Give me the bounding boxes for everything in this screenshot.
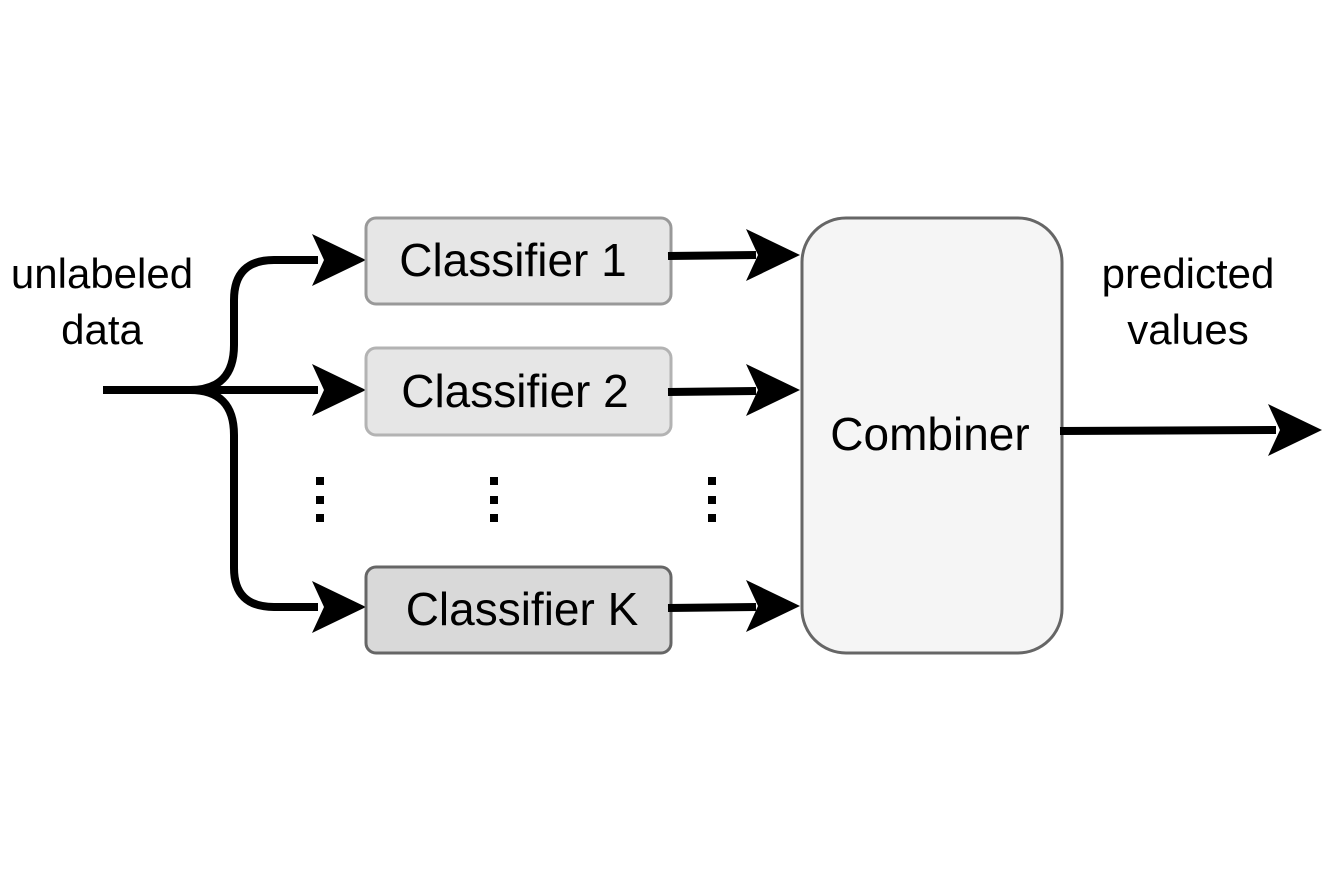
arrow-line-classifier-1-to-combiner [667, 251, 757, 260]
combiner-label: Combiner [830, 408, 1029, 460]
combiner-box [800, 216, 1064, 655]
classifier-1-box [364, 216, 673, 306]
output-label-line1: predicted [1102, 250, 1275, 297]
branch-to-classifier-1 [189, 256, 318, 394]
branch-to-classifier-k [189, 386, 318, 611]
arrowhead-into-combiner-k [746, 580, 800, 632]
output-arrow-line [1059, 426, 1277, 435]
output-arrow [1059, 404, 1322, 456]
arrowhead-into-combiner-2 [746, 364, 800, 416]
arrowhead-into-classifier-1 [312, 234, 366, 286]
input-label-line1: unlabeled [11, 250, 193, 297]
classifier-k: Classifier K [364, 565, 673, 655]
input-label-line2: data [61, 306, 143, 353]
arrowhead-into-combiner-1 [746, 229, 800, 281]
classifier-2: Classifier 2 [364, 346, 673, 437]
input-splitter [103, 234, 366, 633]
ellipsis-right [708, 477, 716, 522]
output-arrowhead [1268, 404, 1322, 456]
classifier-1: Classifier 1 [364, 216, 673, 306]
arrowhead-into-classifier-k [312, 581, 366, 633]
arrowhead-into-classifier-2 [312, 364, 366, 416]
classifier-1-label: Classifier 1 [399, 234, 627, 286]
output-label-line2: values [1127, 306, 1248, 353]
ellipsis-left [316, 477, 324, 522]
classifier-k-label: Classifier K [406, 583, 639, 635]
classifier-to-combiner-arrows [667, 229, 800, 632]
combiner: Combiner [800, 216, 1064, 655]
classifier-2-label: Classifier 2 [401, 365, 629, 417]
ellipsis-middle [490, 477, 498, 522]
arrow-line-classifier-k-to-combiner [667, 603, 757, 612]
arrow-line-classifier-2-to-combiner [667, 387, 757, 396]
